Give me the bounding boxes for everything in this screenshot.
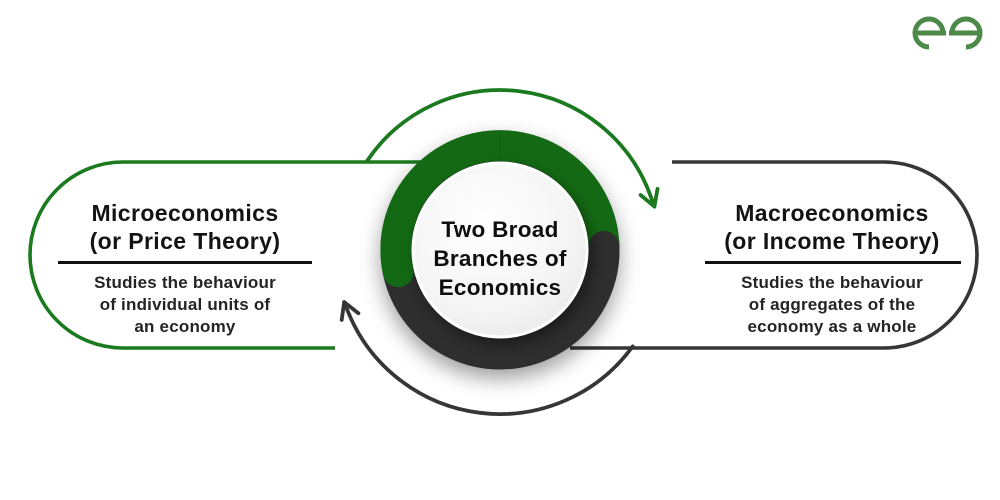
right-branch-heading: Macroeconomics (or Income Theory): [662, 199, 1000, 255]
ring-green-arc: [380, 130, 620, 288]
left-branch-divider: [58, 261, 312, 264]
left-branch-description-line3: an economy: [134, 317, 236, 336]
left-branch-description-line1: Studies the behaviour: [94, 273, 276, 292]
right-branch-description-line2: of aggregates of the: [748, 295, 916, 314]
right-branch-heading-line2: (or Income Theory): [724, 228, 940, 254]
cycle-arrow-top: [365, 88, 660, 209]
center-title: Two Broad Branches of Economics: [350, 215, 650, 302]
logo-left-top-arc: [912, 16, 946, 34]
center-ring: [380, 130, 620, 370]
right-branch-description: Studies the behaviour of aggregates of t…: [662, 272, 1000, 338]
center-title-line3: Economics: [438, 275, 562, 300]
left-branch-heading: Microeconomics (or Price Theory): [15, 199, 355, 255]
left-branch-outline: [28, 160, 430, 350]
center-title-line2: Branches of: [433, 246, 567, 271]
right-branch-divider: [705, 261, 961, 264]
right-branch-heading-line1: Macroeconomics: [735, 200, 929, 226]
cycle-arrow-bottom: [339, 300, 635, 416]
left-branch-description: Studies the behaviour of individual unit…: [15, 272, 355, 338]
cycle-arrow-bottom-head: [339, 300, 361, 322]
right-branch-description-line3: economy as a whole: [747, 317, 917, 336]
right-branch-description-line1: Studies the behaviour: [741, 273, 923, 292]
left-branch-description-line2: of individual units of: [99, 295, 271, 314]
left-branch-heading-line2: (or Price Theory): [89, 228, 281, 254]
center-inner-circle: [411, 161, 589, 339]
cycle-arrow-top-head: [638, 187, 660, 209]
geeksforgeeks-icon: [912, 16, 983, 50]
cycle-arrow-top-curve: [365, 88, 657, 209]
logo-right-top-arc: [949, 16, 983, 34]
cycle-arrow-bottom-curve: [342, 300, 635, 416]
right-branch-outline: [570, 160, 979, 350]
left-branch-heading-line1: Microeconomics: [91, 200, 279, 226]
center-title-line1: Two Broad: [441, 217, 559, 242]
ring-dark-cap: [551, 230, 620, 346]
